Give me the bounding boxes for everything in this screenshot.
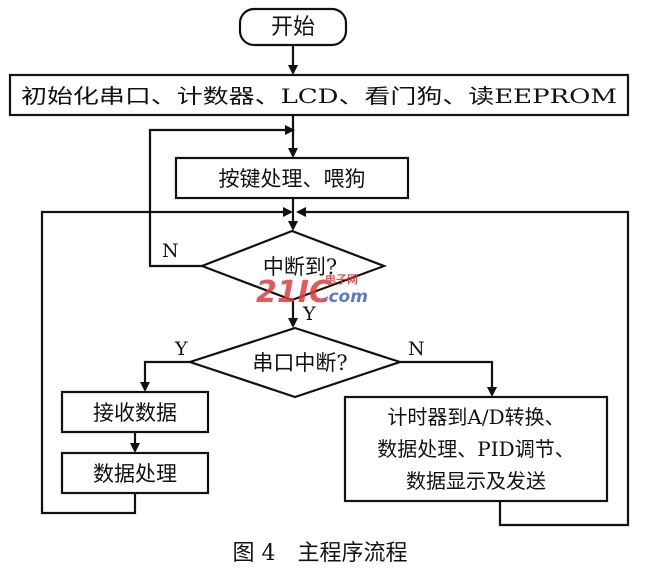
start-label: 开始 [271,15,315,40]
timer-label-line3: 数据显示及发送 [406,469,546,493]
label-serial-yes: Y [174,338,188,360]
interrupt-decision-label: 中断到? [263,255,337,279]
timer-label-line2: 数据处理、PID调节、 [377,437,574,461]
label-interrupt-yes: Y [302,303,316,325]
watermark-top: 电子网 [325,272,358,286]
receive-label: 接收数据 [93,401,177,425]
figure-caption: 图 4 主程序流程 [233,541,408,566]
keys-box [174,156,410,200]
process-box [60,451,210,495]
watermark-bottom: .com [322,287,368,307]
loop-no-interrupt [148,125,295,268]
timer-label-line1: 计时器到A/D转换、 [387,405,564,429]
arrow-serial-yes [140,360,190,392]
label-serial-no: N [408,338,425,360]
loop-left-return [40,207,293,515]
process-label: 数据处理 [93,462,177,486]
init-label: 初始化串口、计数器、LCD、看门狗、读EEPROM [21,84,617,108]
init-box [8,73,630,117]
serial-decision [186,326,404,399]
loop-right-return [296,207,630,527]
label-interrupt-no: N [162,240,179,262]
arrow-serial-no [400,360,497,397]
watermark-logo: 21IC 电子网 .com [256,272,368,310]
keys-label: 按键处理、喂狗 [219,167,366,191]
watermark-prefix: 21IC [256,275,331,310]
timer-box [343,395,609,503]
serial-decision-label: 串口中断? [252,351,347,375]
